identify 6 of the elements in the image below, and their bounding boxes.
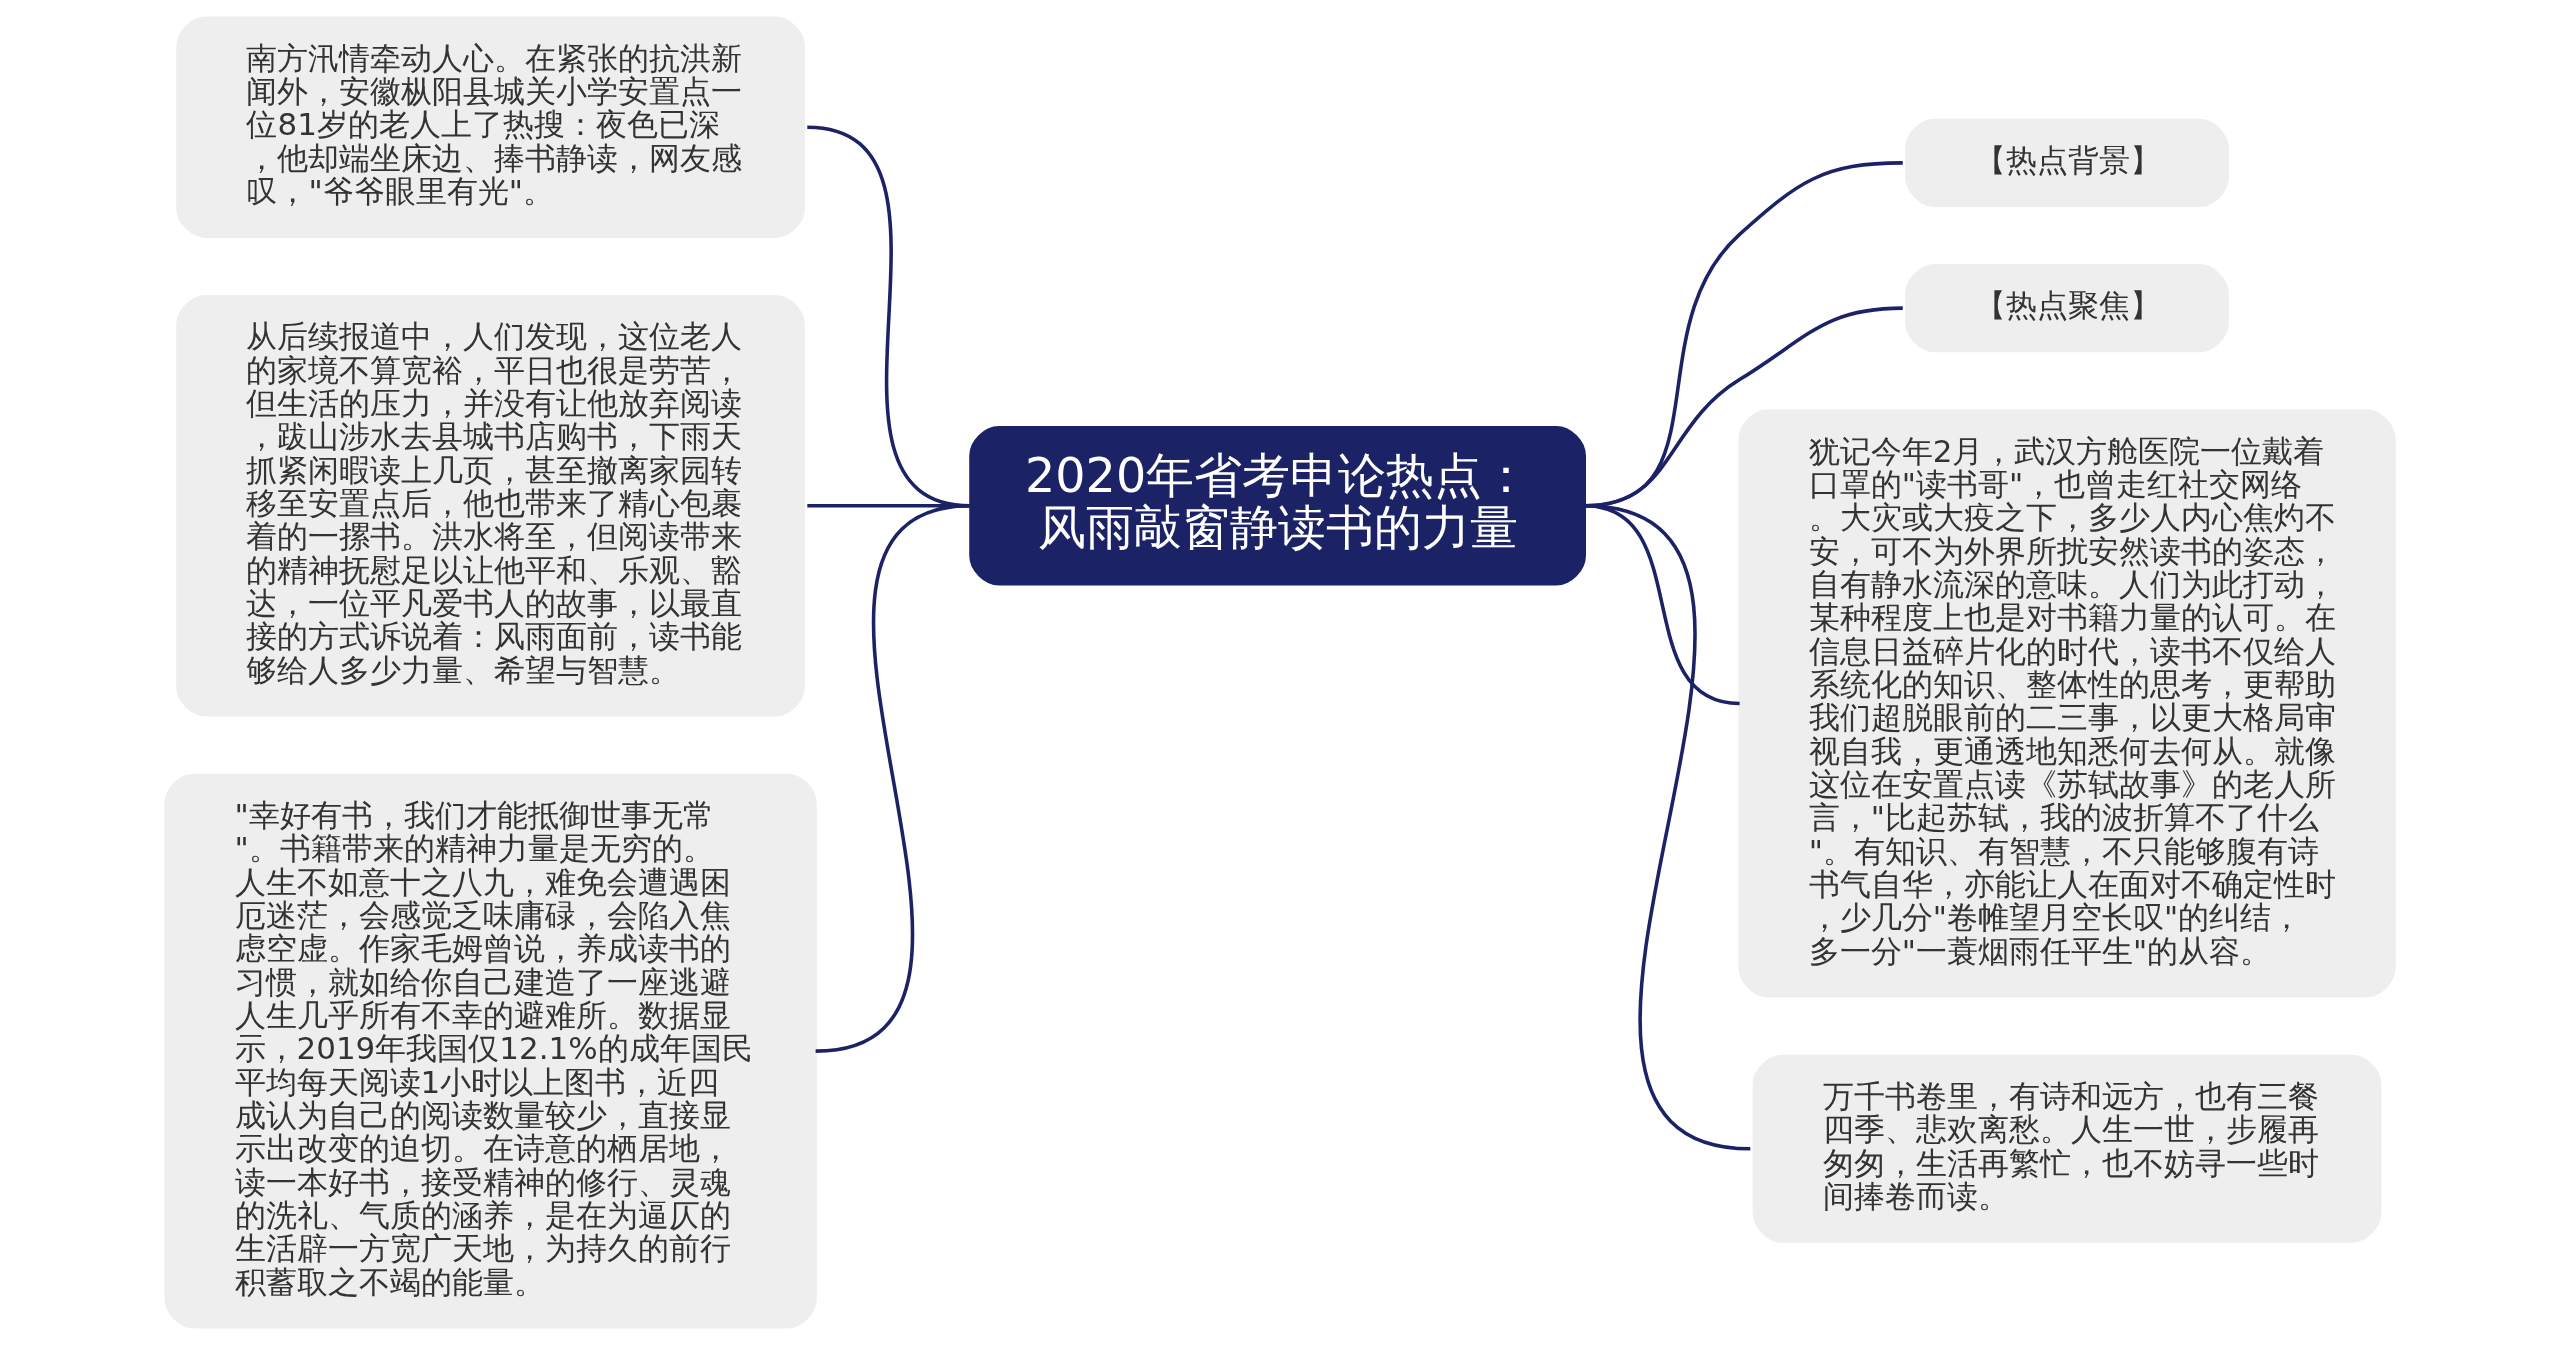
- node-box: 犹记今年2月，武汉方舱医院一位戴着口罩的"读书哥"，也曾走红社交网络。大灾或大疫之下，多少人内心焦灼不安，可不为外界所扰安然读书的姿态，自有静水流深的意味。人们为此打动，某种程度上也是对书籍力量的认可。在信息日益碎片化的时代，读书不仅给人系统化的知识、整体性的思考，更帮助我们超脱眼前的二三事，以更大格局审视自我，更通透地知悉何去何从。就像这位在安置点读《苏轼故事》的老人所言，"比起苏轼，我的波折算不了什么"。有知识、有智慧，不只能够腹有诗书气自华，亦能让人在面对不确定性时，少几分"卷帷望月空长叹"的纠结，多一分"一蓑烟雨任平生"的从容。: [1738, 409, 2396, 998]
- node-box: 2020年省考申论热点：风雨敲窗静读书的力量: [969, 426, 1586, 586]
- node-box: 万千书卷里，有诗和远方，也有三餐四季、悲欢离愁。人生一世，步履再匆匆，生活再繁忙，也不妨寻一些时间捧卷而读。: [1752, 1054, 2382, 1243]
- connector: [815, 504, 971, 1053]
- connector: [1584, 504, 1751, 1151]
- node-box: "幸好有书，我们才能抵御世事无常"。书籍带来的精神力量是无穷的。人生不如意十之八九，难免会遭遇困厄迷茫，会感觉乏味庸碌，会陷入焦虑空虚。作家毛姆曾说，养成读书的习惯，就如给你自己建造了一座逃避人生几乎所有不幸的避难所。数据显示，2019年我国仅12.1%的成年国民平均每天阅读1小时以上图书，近四成认为自己的阅读数量较少，直接显示出改变的迫切。在诗意的栖居地，读一本好书，接受精神的修行、灵魂的洗礼、气质的涵养，是在为逼仄的生活辟一方宽广天地，为持久的前行积蓄取之不竭的能量。: [164, 773, 817, 1329]
